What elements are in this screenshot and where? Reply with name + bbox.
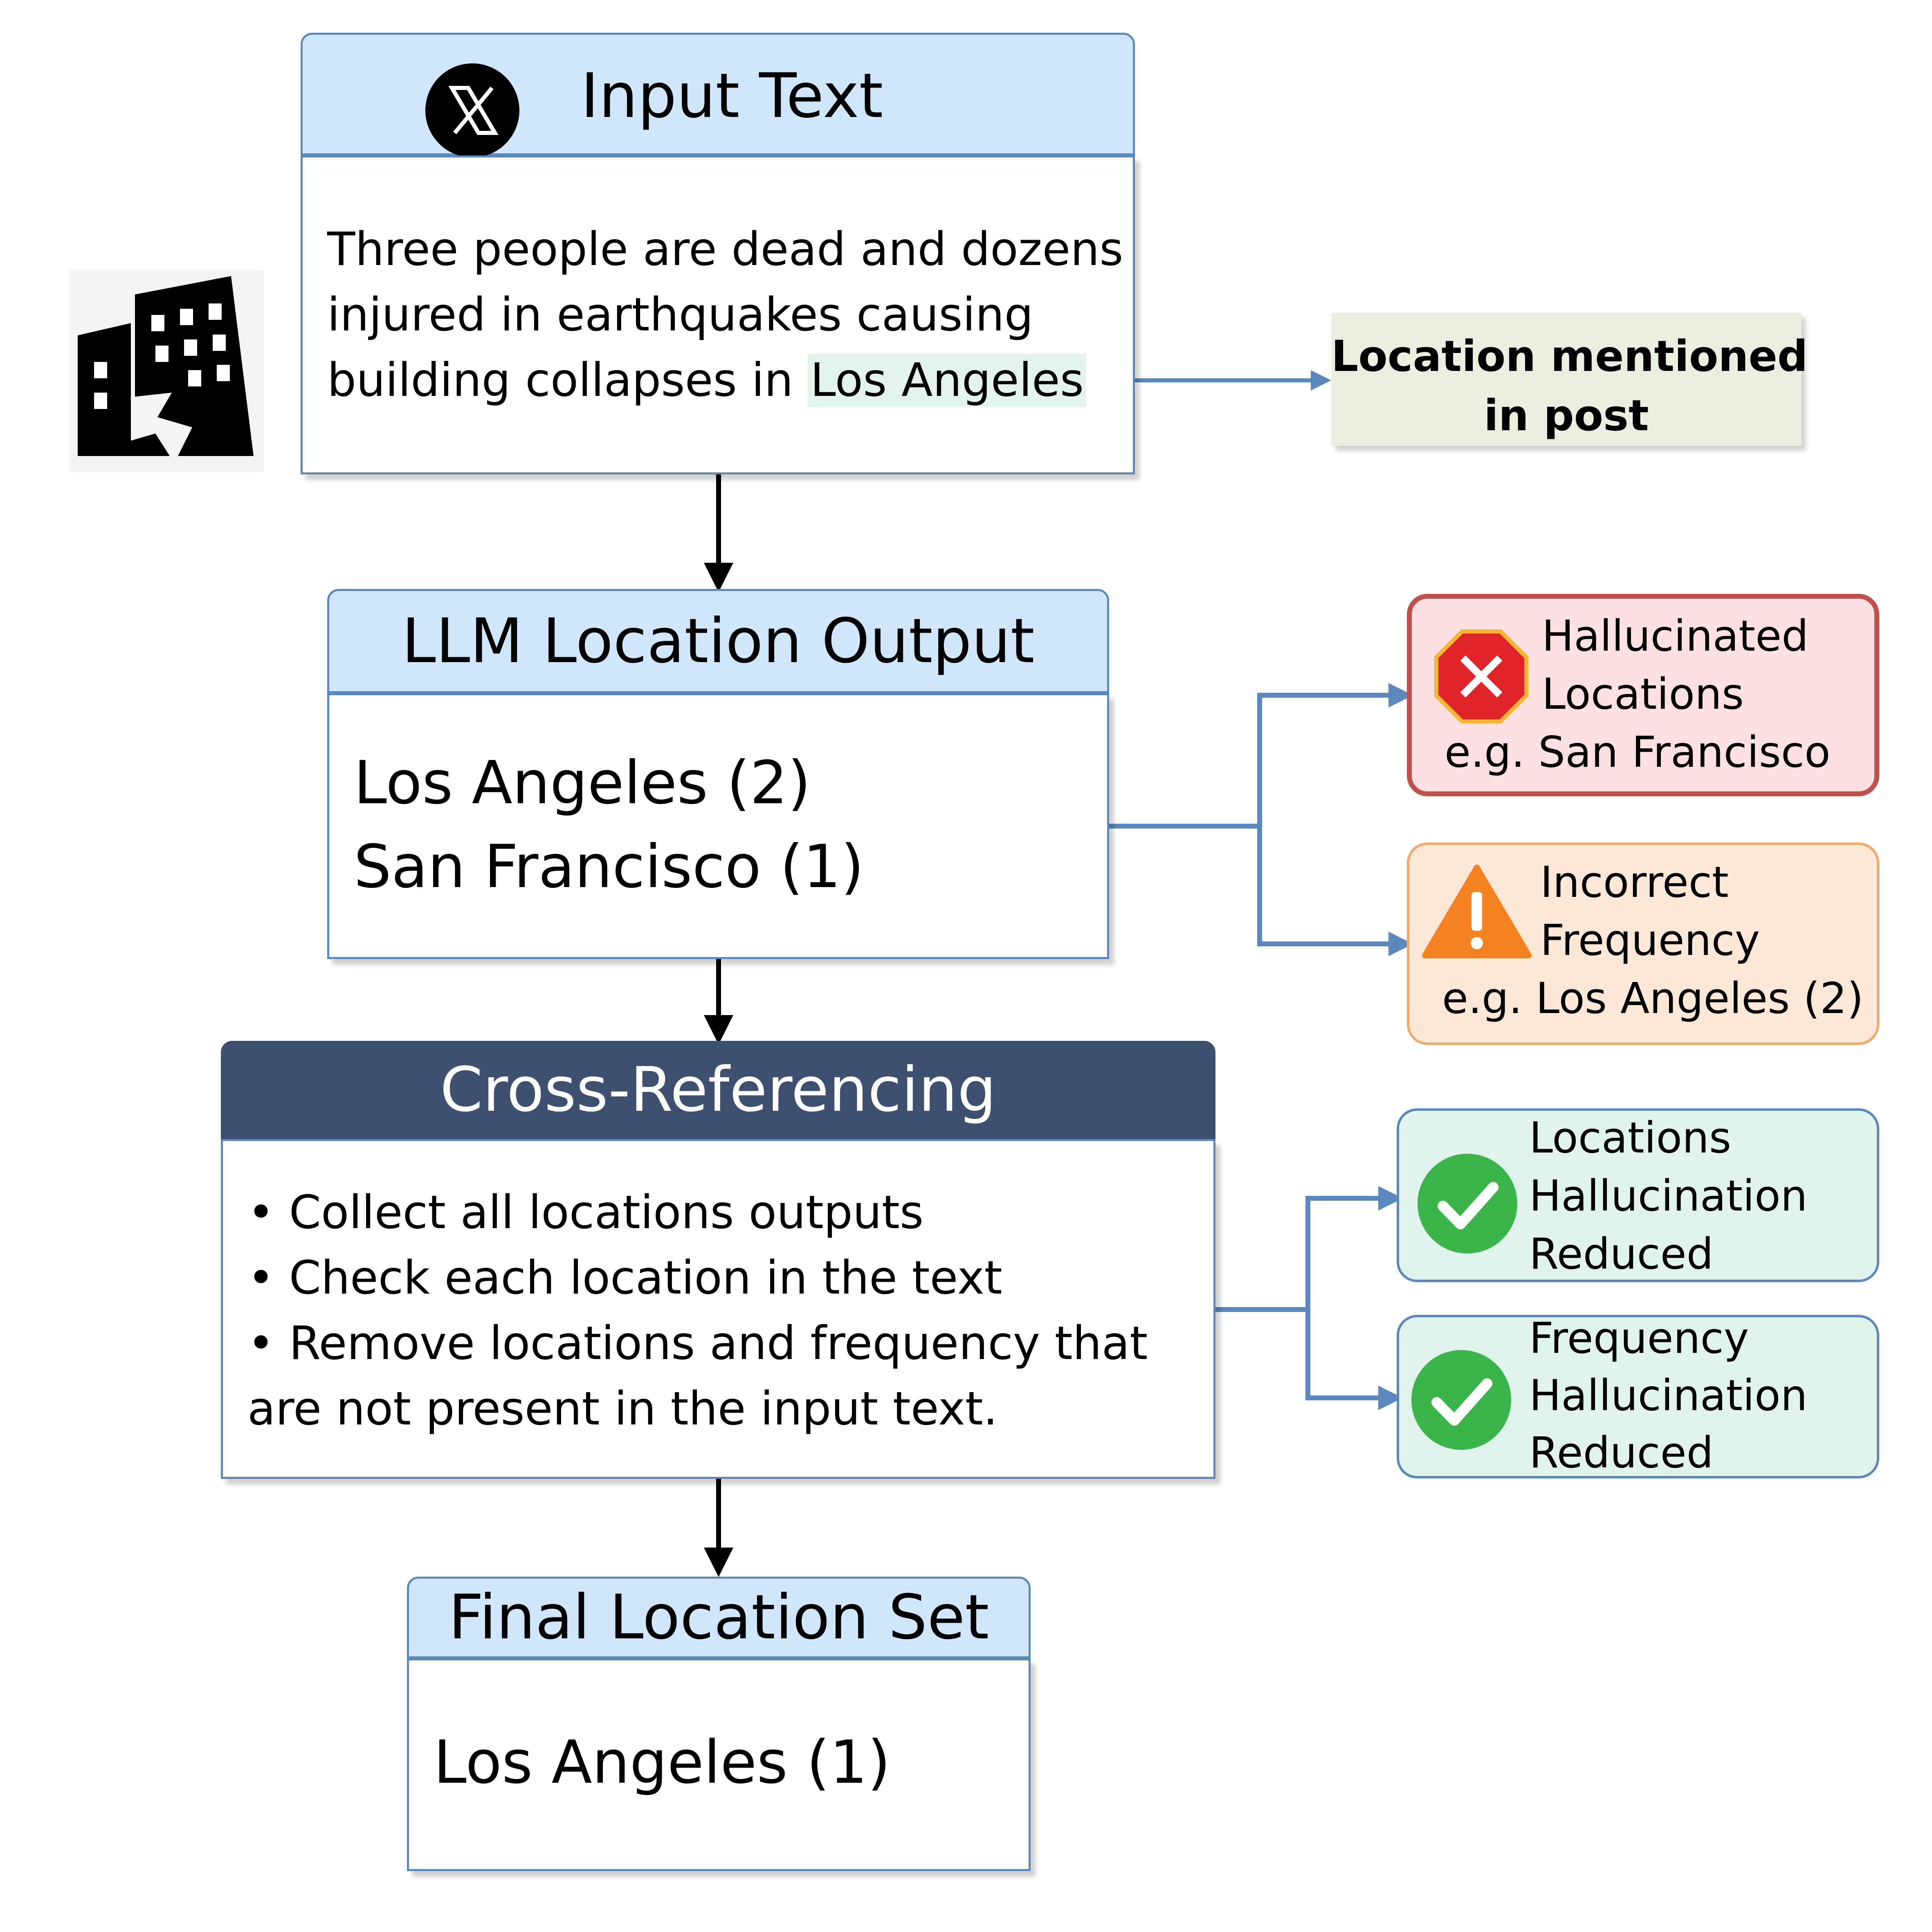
freq-reduced-line-1: Frequency — [1529, 1313, 1749, 1363]
highlighted-location: Los Angeles — [808, 354, 1087, 407]
final-location-item: Los Angeles (1) — [434, 1728, 891, 1797]
loc-reduced-line-3: Reduced — [1529, 1229, 1714, 1279]
check-circle-icon — [1418, 1154, 1518, 1254]
cross-referencing-header: Cross-Referencing — [221, 1041, 1215, 1139]
loc-reduced-line-2: Hallucination — [1529, 1171, 1808, 1221]
check-circle-icon — [1411, 1350, 1512, 1450]
cross-ref-line-4: are not present in the input text. — [247, 1382, 998, 1436]
freq-reduced-line-3: Reduced — [1529, 1428, 1714, 1478]
hallucinated-line-2: Locations — [1542, 669, 1744, 719]
frequency-reduced-box: Frequency Hallucination Reduced — [1397, 1313, 1879, 1478]
input-text-header: Input Text — [301, 33, 1135, 157]
hallucinated-line-1: Hallucinated — [1542, 611, 1809, 661]
input-text-line-3-prefix: building collapses in — [327, 354, 808, 407]
note-line-2: in post — [1484, 391, 1649, 440]
branch-to-freq-reduced — [1305, 1310, 1403, 1410]
incorrect-line-2: Frequency — [1540, 915, 1760, 965]
cross-ref-line-3: • Remove locations and frequency that — [247, 1317, 1148, 1370]
final-location-body: Los Angeles (1) — [407, 1658, 1031, 1871]
input-text-body: Three people are dead and dozens injured… — [301, 155, 1135, 474]
freq-reduced-line-2: Hallucination — [1529, 1370, 1808, 1420]
incorrect-line-1: Incorrect — [1540, 857, 1729, 907]
note-line-1: Location mentioned — [1331, 331, 1808, 381]
x-logo-icon — [425, 63, 519, 157]
locations-reduced-box: Locations Hallucination Reduced — [1397, 1108, 1879, 1282]
llm-output-header: LLM Location Output — [327, 589, 1109, 693]
hallucinated-example: e.g. San Francisco — [1445, 727, 1831, 777]
final-location-header: Final Location Set — [407, 1577, 1031, 1658]
input-text-line-1: Three people are dead and dozens — [327, 223, 1123, 276]
llm-output-title: LLM Location Output — [402, 605, 1035, 677]
incorrect-example: e.g. Los Angeles (2) — [1442, 973, 1864, 1023]
llm-output-item-1: Los Angeles (2) — [354, 748, 811, 818]
cross-referencing-body: • Collect all locations outputs • Check … — [221, 1139, 1215, 1479]
collapsed-building-icon — [70, 270, 264, 472]
location-mentioned-note: Location mentioned in post — [1331, 313, 1808, 446]
cross-ref-line-2: • Check each location in the text — [247, 1251, 1002, 1305]
incorrect-frequency-box: Incorrect Frequency e.g. Los Angeles (2) — [1407, 842, 1879, 1045]
branch-to-incorrect — [1257, 826, 1413, 956]
hallucinated-locations-box: Hallucinated Locations e.g. San Francisc… — [1407, 594, 1879, 796]
loc-reduced-line-1: Locations — [1529, 1113, 1732, 1163]
branch-to-loc-reduced — [1305, 1186, 1403, 1310]
branch-to-hallucinated — [1257, 683, 1413, 826]
cross-ref-line-1: • Collect all locations outputs — [247, 1186, 924, 1239]
llm-output-item-2: San Francisco (1) — [354, 832, 864, 901]
input-text-line-2: injured in earthquakes causing — [327, 288, 1033, 341]
warning-triangle-icon — [1422, 863, 1532, 962]
input-text-line-3: building collapses in Los Angeles — [327, 354, 1087, 407]
llm-output-body: Los Angeles (2) San Francisco (1) — [327, 693, 1109, 959]
cross-referencing-title: Cross-Referencing — [440, 1054, 997, 1126]
input-text-title: Input Text — [581, 61, 883, 132]
error-octagon-icon — [1434, 629, 1528, 723]
final-location-title: Final Location Set — [448, 1582, 989, 1653]
